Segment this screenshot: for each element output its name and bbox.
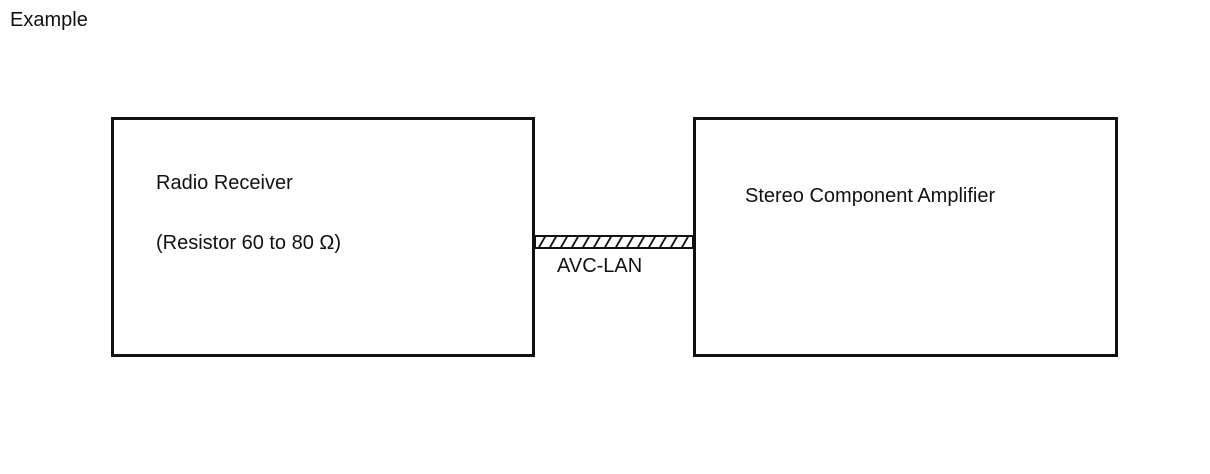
stereo-amplifier-box: Stereo Component Amplifier <box>693 117 1118 357</box>
example-caption: Example <box>10 9 88 31</box>
radio-receiver-box: Radio Receiver (Resistor 60 to 80 Ω) <box>111 117 535 357</box>
radio-receiver-label: Radio Receiver <box>156 172 293 194</box>
avc-lan-cable <box>535 235 693 249</box>
resistor-note-label: (Resistor 60 to 80 Ω) <box>156 232 342 254</box>
avc-lan-label: AVC-LAN <box>557 255 643 277</box>
stereo-amplifier-label: Stereo Component Amplifier <box>745 185 996 207</box>
